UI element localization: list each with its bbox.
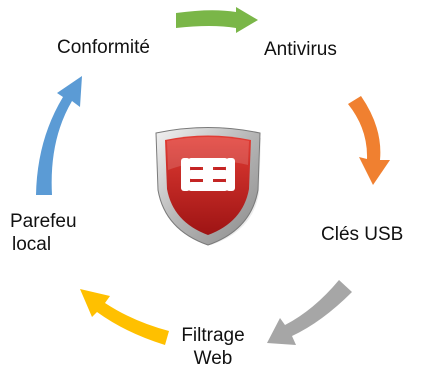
step-label-filtrage-web: Filtrage Web xyxy=(163,324,263,370)
arrow-parefeu-local-to-conformite xyxy=(36,76,82,195)
grey-arrow-shape xyxy=(267,280,352,345)
orange-arrow-shape xyxy=(348,96,390,185)
blue-arrow-shape xyxy=(36,76,82,195)
step-label-parefeu-local: Parefeu local xyxy=(10,210,90,256)
arrow-cles-usb-to-filtrage-web xyxy=(267,280,352,345)
step-label-line: Clés USB xyxy=(321,224,404,245)
green-arrow-shape xyxy=(176,7,258,33)
step-label-conformite: Conformité xyxy=(57,36,150,59)
arrow-conformite-to-antivirus xyxy=(176,7,258,33)
arrow-antivirus-to-cles-usb xyxy=(348,96,390,185)
fortinet-shield-logo-icon xyxy=(155,127,261,246)
step-label-cles-usb: Clés USB xyxy=(321,223,403,246)
step-label-line: Filtrage xyxy=(181,325,245,346)
step-label-line: Antivirus xyxy=(264,39,337,60)
step-label-line: Conformité xyxy=(57,37,150,58)
step-label-line: Parefeu xyxy=(10,211,77,232)
step-label-line: local xyxy=(12,234,52,255)
step-label-line: Web xyxy=(193,348,233,369)
fortinet-grid-mark xyxy=(181,158,235,191)
arrow-filtrage-web-to-parefeu-local xyxy=(80,289,169,345)
step-label-antivirus: Antivirus xyxy=(264,38,337,61)
yellow-arrow-shape xyxy=(80,289,169,345)
